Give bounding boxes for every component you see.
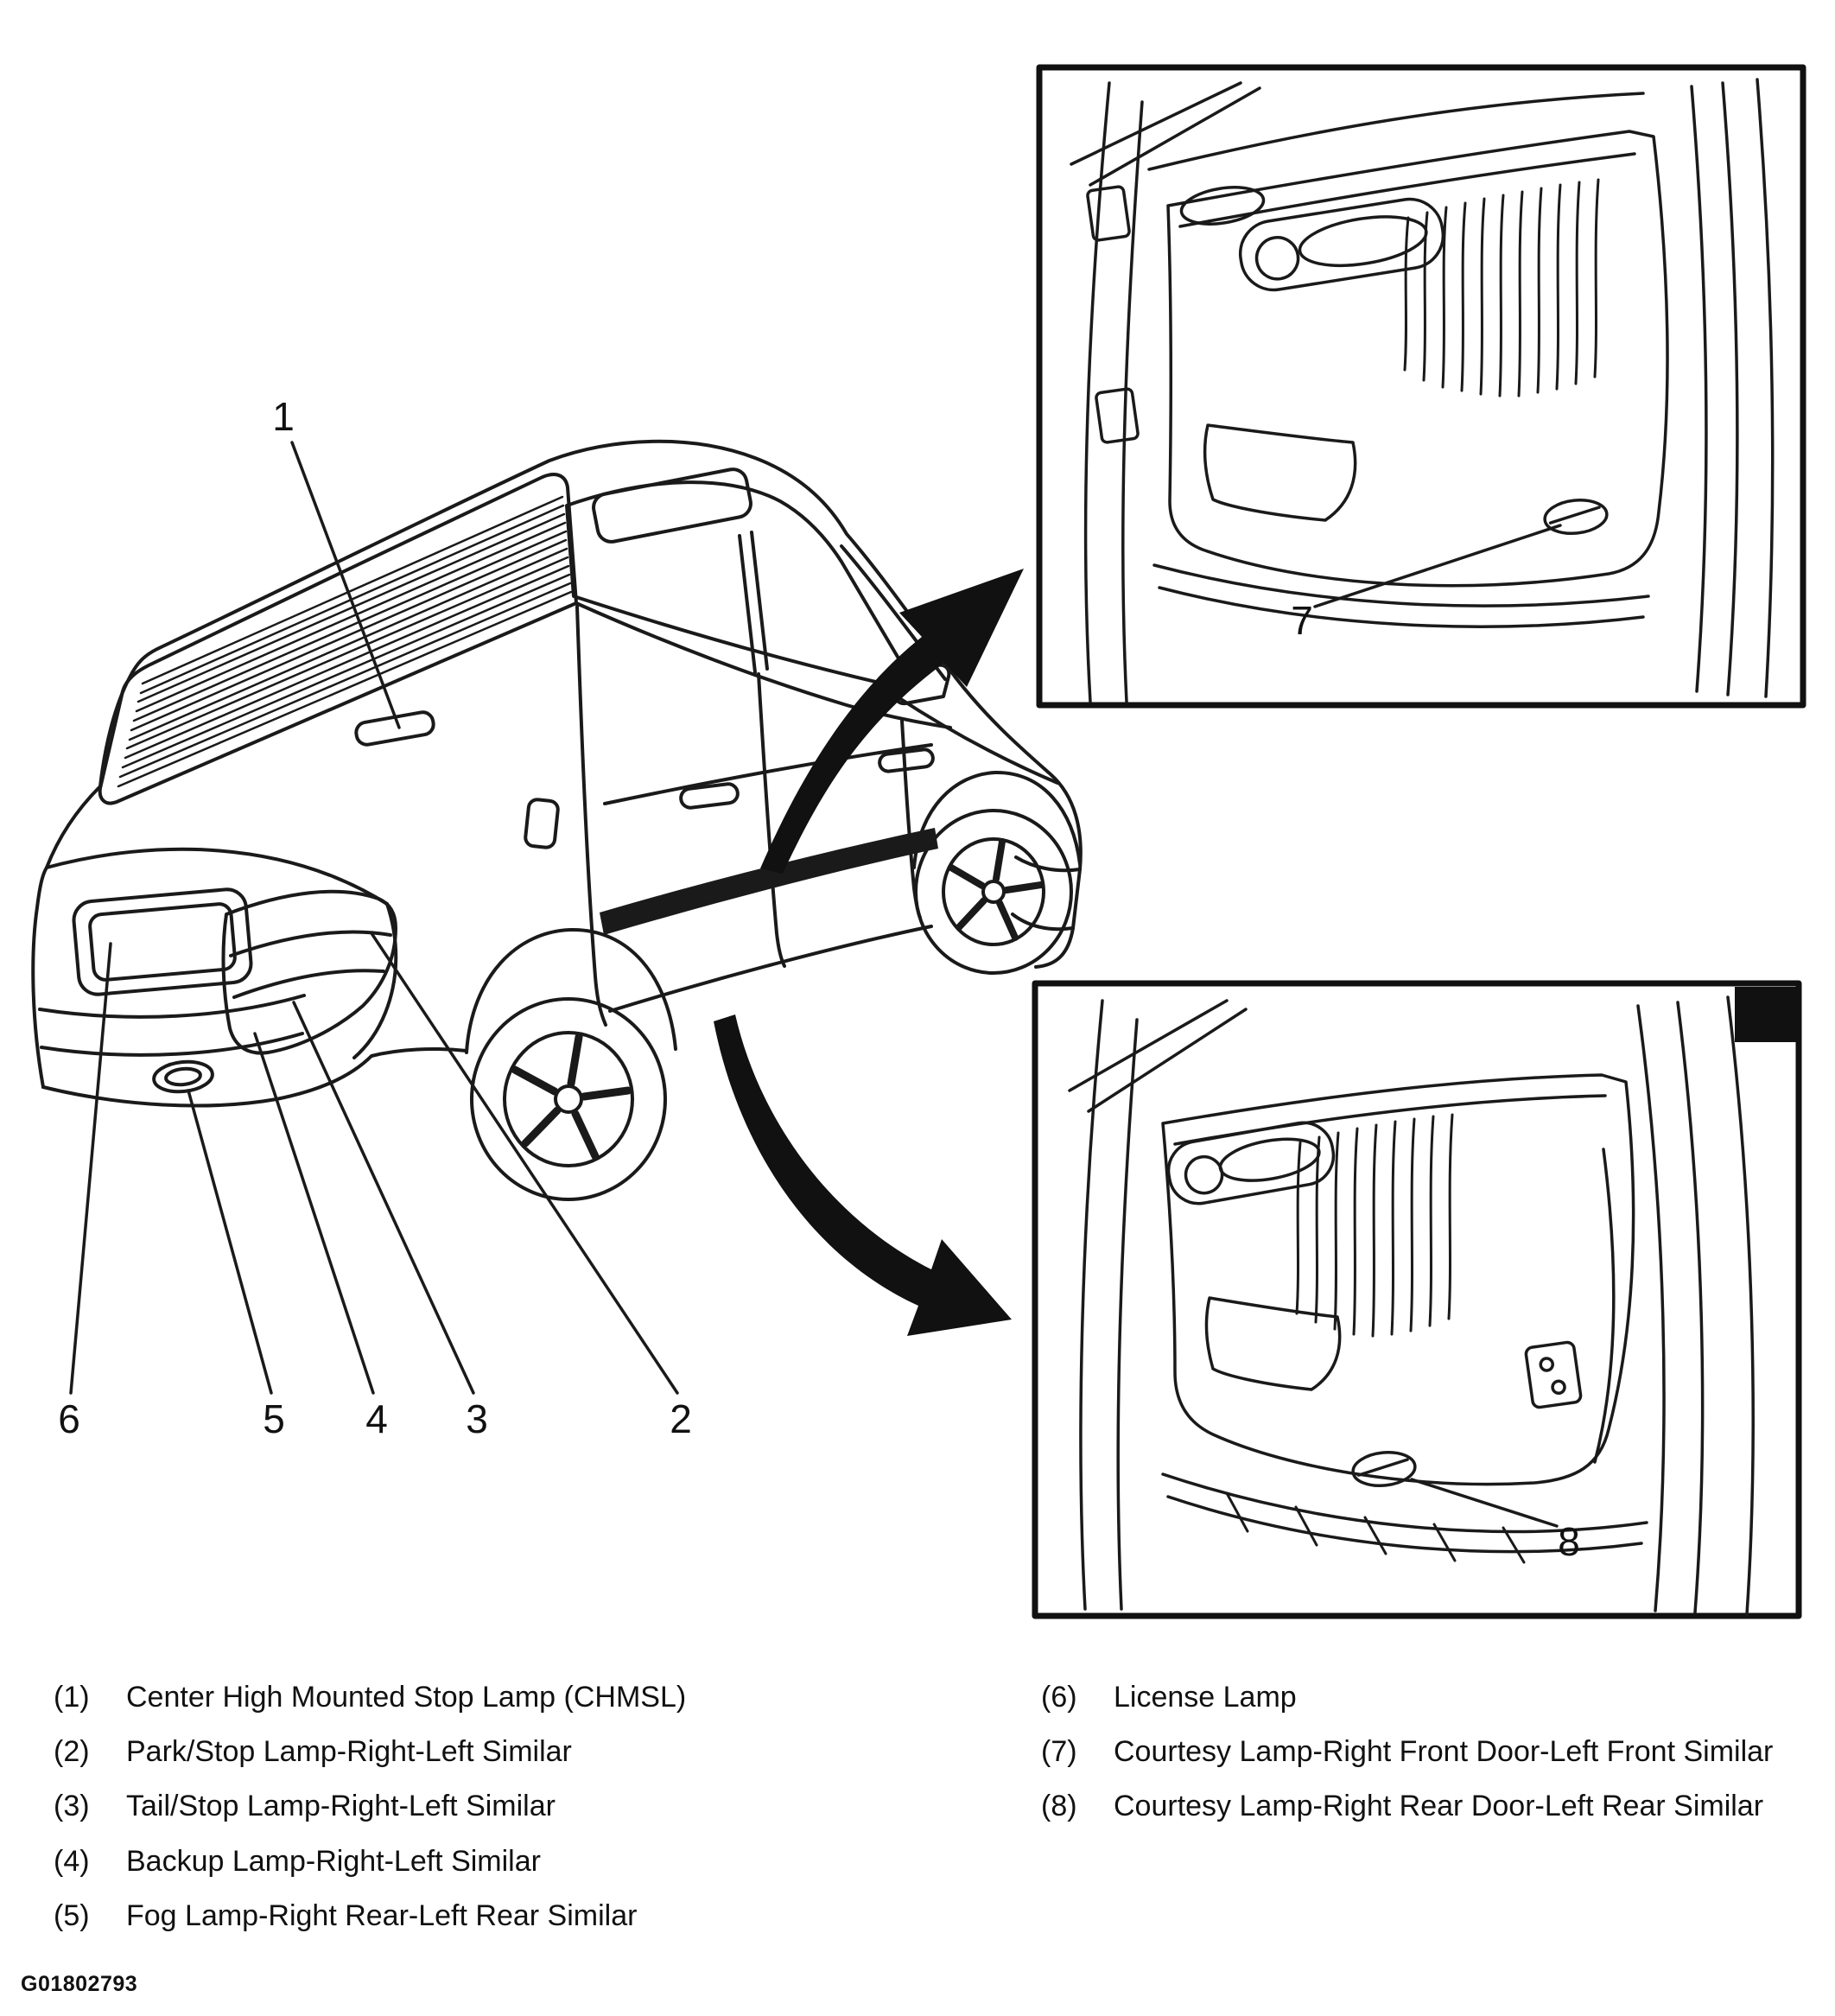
body-side-molding [600,828,938,935]
front-door-trim-panel [1166,130,1669,588]
legend-item-7: (7) Courtesy Lamp-Right Front Door-Left … [1041,1733,1784,1771]
callout-5: 5 [263,1396,285,1441]
rear-door-inset-border [1032,980,1802,1619]
legend-item-3-label: Tail/Stop Lamp-Right-Left Similar [126,1790,556,1823]
callout-1: 1 [272,394,295,439]
pillar-filler-block [1735,987,1799,1042]
rear-window [98,473,578,805]
side-windows [565,480,908,688]
legend-column-right: (6) License Lamp (7) Courtesy Lamp-Right… [1041,1678,1784,1842]
figure-id: G01802793 [21,1972,138,1996]
legend-column-left: (1) Center High Mounted Stop Lamp (CHMSL… [54,1678,969,1951]
bumper-creases [38,994,306,1057]
b-pillar [738,531,769,674]
legend-item-7-number: (7) [1041,1735,1077,1769]
quarter-seam [352,902,398,1059]
callout-8: 8 [1558,1519,1580,1564]
front-door-handle [878,747,935,773]
rear-door-latch-hardware [1524,1340,1583,1409]
callout-7: 7 [1291,598,1313,643]
rocker-line [608,925,933,1013]
front-door-release-handle [1179,186,1266,226]
legend-item-6-label: License Lamp [1114,1681,1297,1714]
front-door-pull-handle [1238,197,1445,292]
rear-door-trim-panel [1161,1073,1635,1486]
legend-item-8: (8) Courtesy Lamp-Right Rear Door-Left R… [1041,1787,1784,1825]
front-door-map-pocket [1203,423,1357,522]
bumper-bottom [41,1047,468,1108]
sunroof [592,467,752,544]
courtesy-lamp-front-door [1543,498,1609,536]
front-wheel [914,809,1073,975]
legend-item-2-label: Park/Stop Lamp-Right-Left Similar [126,1735,572,1769]
rear-window-hatching [117,495,573,788]
legend-item-6-number: (6) [1041,1681,1077,1714]
legend-item-1-number: (1) [54,1681,90,1714]
rear-door-inset [1032,980,1802,1619]
hood-seam [895,695,1059,785]
front-bumper-lines [1011,855,1082,932]
legend-item-2-number: (2) [54,1735,90,1769]
car-body-outline [31,439,1083,1089]
arrow-to-front-door-inset-icon [760,569,1024,874]
fuel-door [524,798,560,849]
front-door-trim-shading [1403,178,1600,397]
legend-item-1-label: Center High Mounted Stop Lamp (CHMSL) [126,1681,687,1714]
legend-item-8-label: Courtesy Lamp-Right Rear Door-Left Rear … [1114,1790,1764,1823]
callout-4: 4 [365,1396,388,1441]
legend-item-4: (4) Backup Lamp-Right-Left Similar [54,1842,969,1880]
beltline [575,601,952,729]
legend-item-5-label: Fog Lamp-Right Rear-Left Rear Similar [126,1898,638,1932]
rear-door-trim-shading [1295,1113,1454,1338]
legend-item-5-number: (5) [54,1898,90,1932]
fog-lamp [152,1059,214,1094]
legend-item-8-number: (8) [1041,1790,1077,1823]
chmsl-lamp [354,710,435,747]
legend-item-2: (2) Park/Stop Lamp-Right-Left Similar [54,1733,969,1771]
legend-item-1: (1) Center High Mounted Stop Lamp (CHMSL… [54,1678,969,1716]
front-door-inset [1036,64,1806,709]
rear-door-handle [679,782,740,810]
side-crease [603,743,933,805]
rear-wheel-arch [465,927,677,1054]
legend-item-4-number: (4) [54,1844,90,1878]
door-hinge-lower [1095,387,1140,444]
callout-2: 2 [670,1396,692,1441]
legend-item-6: (6) License Lamp [1041,1678,1784,1716]
license-plate-recess [72,887,253,996]
legend-item-4-label: Backup Lamp-Right-Left Similar [126,1844,541,1878]
callout-8-leader [1410,1478,1559,1528]
rear-door-map-pocket [1204,1296,1342,1391]
legend-item-3-number: (3) [54,1790,90,1823]
front-wheel-arch [912,770,1082,869]
callout-3: 3 [466,1396,488,1441]
rear-wheel [470,997,667,1201]
arrow-to-rear-door-inset-icon [714,1014,1012,1336]
legend-item-7-label: Courtesy Lamp-Right Front Door-Left Fron… [1114,1735,1774,1769]
legend-item-3: (3) Tail/Stop Lamp-Right-Left Similar [54,1787,969,1825]
front-door-inset-border [1036,64,1806,709]
vehicle-callout-leaders [69,441,679,1395]
courtesy-lamp-rear-door [1351,1450,1417,1488]
vehicle-line-art [31,439,1083,1201]
callout-7-leader [1313,524,1562,608]
legend-item-5: (5) Fog Lamp-Right Rear-Left Rear Simila… [54,1897,969,1935]
callout-6: 6 [58,1396,80,1441]
door-seams [575,605,922,1027]
door-hinge-upper [1086,185,1131,242]
trunk-edge [45,847,389,906]
